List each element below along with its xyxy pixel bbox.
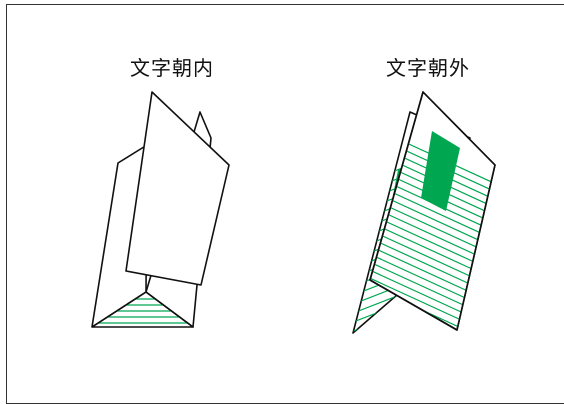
brochure-inside-bottom-edge: [91, 291, 194, 328]
label-text-inside: 文字朝内: [130, 56, 214, 80]
brochure-outside-front-outline: [369, 91, 496, 331]
folded-brochure-text-outside: [352, 91, 496, 334]
label-text-outside: 文字朝外: [386, 56, 470, 80]
folded-brochure-text-inside: [91, 91, 230, 328]
brochure-inside-front-panel: [125, 91, 230, 286]
brochure-outside-front-image-block: [421, 131, 460, 211]
brochure-inside-bottom-text-lines: [92, 298, 193, 324]
illustration-canvas: [91, 91, 496, 334]
